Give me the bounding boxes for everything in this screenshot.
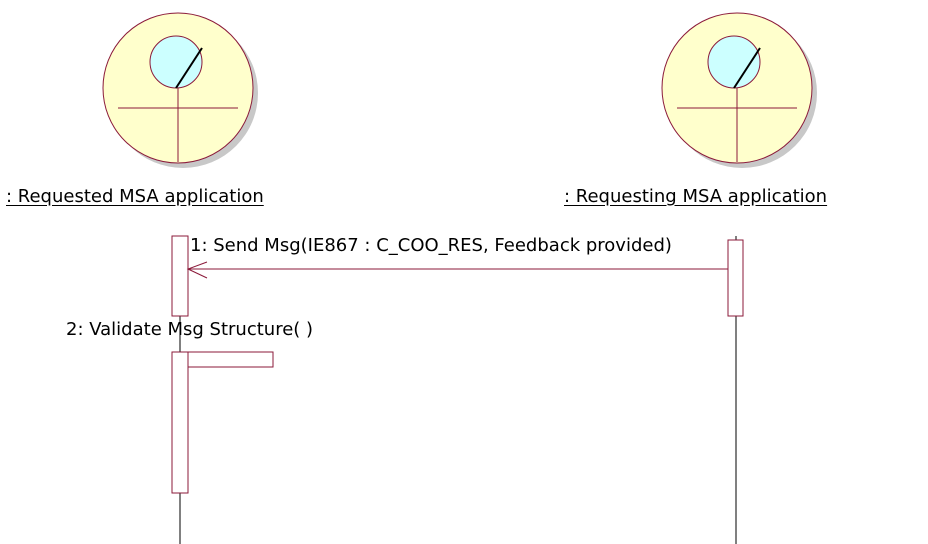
actor-requesting-icon (661, 12, 817, 168)
actor-requested-icon (102, 12, 258, 168)
object-label-requesting: : Requesting MSA application (564, 186, 828, 207)
activation-requested-1 (171, 235, 189, 317)
message-2-label: 2: Validate Msg Structure( ) (66, 319, 314, 340)
activation-requested-2 (171, 351, 189, 494)
message-1-label: 1: Send Msg(IE867 : C_COO_RES, Feedback … (190, 235, 672, 256)
object-label-requested: : Requested MSA application (6, 186, 264, 207)
activation-requesting-1 (727, 239, 744, 317)
message-2-self-arrow (187, 351, 274, 368)
message-1-arrow (186, 261, 728, 279)
